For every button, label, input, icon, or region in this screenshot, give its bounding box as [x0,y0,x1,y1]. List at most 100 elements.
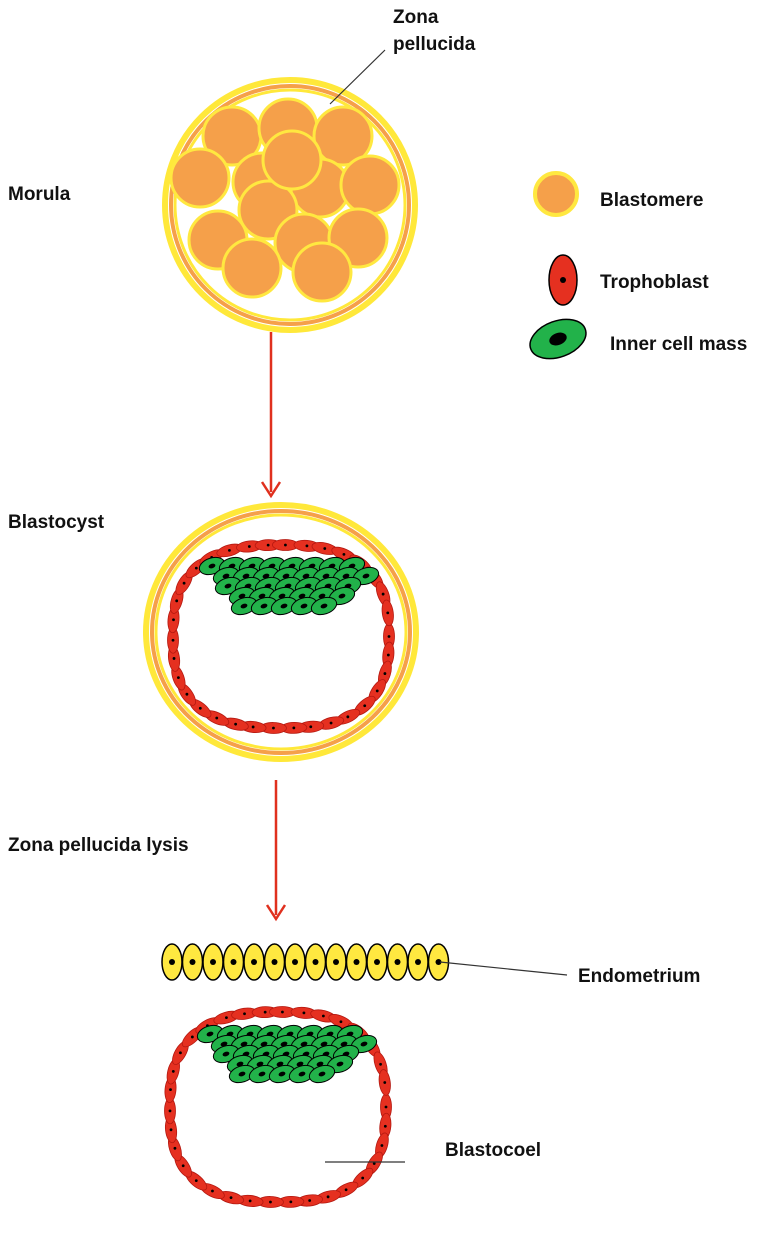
trophoblast-nucleus [343,553,346,556]
endometrium-nucleus [292,959,298,965]
trophoblast-nucleus [264,1011,267,1014]
trophoblast-nucleus [183,582,186,585]
trophoblast-nucleus [179,1051,182,1054]
trophoblast-nucleus [228,549,231,552]
trophoblast-nucleus [330,722,333,725]
trophoblast-nucleus [289,1200,292,1203]
trophoblast-nucleus [383,1081,386,1084]
trophoblast-nucleus [303,1012,306,1015]
endometrium-nucleus [374,959,380,965]
trophoblast-nucleus [225,1016,228,1019]
legend: Blastomere Trophoblast Inner cell mass [525,173,748,366]
trophoblast-nucleus [386,611,389,614]
legend-blastomere-swatch [535,173,577,215]
legend-trophoblast-label: Trophoblast [600,272,709,293]
endometrium-nucleus [395,959,401,965]
trophoblast-nucleus [385,1106,388,1109]
trophoblast-nucleus [272,727,275,730]
trophoblast-nucleus [248,545,251,548]
endometrium-label: Endometrium [578,966,700,987]
trophoblast-nucleus [267,544,270,547]
zona-pellucida-pointer [330,50,385,104]
trophoblast-nucleus [170,1128,173,1131]
trophoblast-nucleus [384,672,387,675]
trophoblast-nucleus [382,593,385,596]
trophoblast-nucleus [323,547,326,550]
blastomere [171,149,229,207]
trophoblast-nucleus [327,1195,330,1198]
trophoblast-nucleus [199,707,202,710]
blastomere [223,239,281,297]
trophoblast-nucleus [186,693,189,696]
trophoblast-nucleus [172,1070,175,1073]
hatched-blastocyst [164,1006,392,1208]
morula [165,80,415,330]
trophoblast-nucleus [169,1109,172,1112]
trophoblast-nucleus [388,635,391,638]
endometrium-pointer [440,962,567,975]
blastomere [293,243,351,301]
trophoblast-nucleus [376,690,379,693]
trophoblast-nucleus [387,654,390,657]
trophoblast-nucleus [384,1125,387,1128]
trophoblast-nucleus [379,1063,382,1066]
zona-label-line1: Zona [393,7,439,28]
arrow-blastocyst-to-implantation [267,780,285,919]
blastocyst-label: Blastocyst [8,512,105,533]
blastocyst [146,505,416,759]
endometrium-nucleus [190,959,196,965]
endometrium-nucleus [210,959,216,965]
trophoblast-nucleus [243,1012,246,1015]
trophoblast-nucleus [322,1015,325,1018]
trophoblast-nucleus [340,1020,343,1023]
trophoblast-nucleus [172,639,175,642]
trophoblast-nucleus [195,1179,198,1182]
trophoblast-nucleus [381,1144,384,1147]
trophoblast-nucleus [191,1036,194,1039]
legend-icm-label: Inner cell mass [610,334,747,355]
arrow-morula-to-blastocyst [262,332,280,496]
legend-trophoblast-nucleus [560,277,566,283]
trophoblast-nucleus [177,676,180,679]
trophoblast-nucleus [281,1011,284,1014]
endometrium-nucleus [272,959,278,965]
blastomere [341,156,399,214]
trophoblast-nucleus [175,599,178,602]
endometrium-nucleus [231,959,237,965]
endometrium-nucleus [333,959,339,965]
morula-label: Morula [8,184,71,205]
blastomere [263,131,321,189]
trophoblast-nucleus [252,726,255,729]
trophoblast-nucleus [249,1200,252,1203]
zona-lysis-label: Zona pellucida lysis [8,835,189,856]
inner-cell-mass-hatched [195,1022,379,1085]
trophoblast-nucleus [309,725,312,728]
trophoblast-nucleus [173,657,176,660]
trophoblast-nucleus [182,1164,185,1167]
trophoblast-nucleus [306,544,309,547]
endometrium-nucleus [354,959,360,965]
trophoblast-nucleus [269,1201,272,1204]
trophoblast-nucleus [172,618,175,621]
endometrium-layer [162,944,449,980]
endometrium-nucleus [313,959,319,965]
zona-label-line2: pellucida [393,34,476,55]
trophoblast-nucleus [174,1147,177,1150]
trophoblast-nucleus [169,1088,172,1091]
trophoblast-nucleus [230,1196,233,1199]
blastocoel-label: Blastocoel [445,1140,541,1161]
trophoblast-nucleus [292,726,295,729]
trophoblast-nucleus [215,717,218,720]
trophoblast-nucleus [308,1199,311,1202]
trophoblast-nucleus [211,1190,214,1193]
trophoblast-nucleus [363,704,366,707]
trophoblast-nucleus [346,715,349,718]
trophoblast-nucleus [361,1177,364,1180]
endometrium-nucleus [415,959,421,965]
trophoblast-nucleus [195,567,198,570]
trophoblast-nucleus [234,723,237,726]
endometrium-nucleus [169,959,175,965]
endometrium-nucleus [251,959,257,965]
trophoblast-nucleus [345,1188,348,1191]
